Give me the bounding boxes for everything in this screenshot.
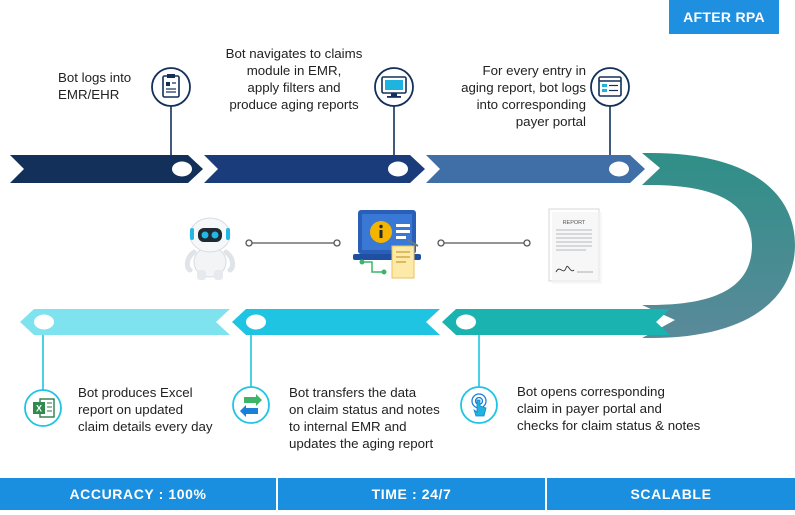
top-arrow-segment-1 — [10, 155, 203, 183]
report-document-illustration: REPORT — [548, 208, 602, 284]
top-node-3 — [609, 161, 629, 177]
after-rpa-badge: AFTER RPA — [669, 0, 779, 34]
footer-scalable: SCALABLE — [545, 478, 795, 510]
top-step-3-text: For every entry in aging report, bot log… — [461, 63, 586, 129]
footer-accuracy: ACCURACY : 100% — [0, 478, 276, 510]
top-arrow-segment-3 — [426, 155, 645, 183]
center-connector-1-end — [333, 239, 341, 247]
footer-time: TIME : 24/7 — [276, 478, 545, 510]
touch-click-icon — [460, 386, 498, 424]
bottom-arrow-segment-1 — [442, 309, 670, 335]
bottom-node-1 — [34, 314, 54, 330]
top-node-1 — [172, 161, 192, 177]
u-turn-arrow — [642, 153, 795, 338]
bottom-step-3-text: Bot opens corresponding claim in payer p… — [517, 384, 701, 433]
robot-illustration — [184, 217, 236, 280]
center-connector-1-start — [245, 239, 253, 247]
footer-bar: ACCURACY : 100% TIME : 24/7 SCALABLE — [0, 478, 795, 510]
report-label: REPORT — [563, 220, 586, 226]
browser-window-icon — [590, 67, 630, 107]
svg-text:X: X — [36, 404, 42, 414]
top-node-2 — [388, 161, 408, 177]
excel-icon: X — [24, 389, 62, 427]
monitor-icon — [374, 67, 414, 107]
top-step-1-text: Bot logs into EMR/EHR — [58, 70, 132, 102]
bottom-arrow-segment-2 — [232, 309, 440, 335]
bottom-node-3 — [456, 314, 476, 330]
top-arrow-segment-2 — [204, 155, 425, 183]
transfer-arrows-icon — [232, 386, 270, 424]
center-connector-2-start — [437, 239, 445, 247]
bottom-node-2 — [246, 314, 266, 330]
bottom-step-2-text: Bot transfers the data on claim status a… — [289, 385, 440, 451]
clipboard-icon — [151, 67, 191, 107]
signature-mark — [555, 265, 575, 273]
bottom-arrow-segment-3 — [20, 309, 230, 335]
bottom-step-1-text: Bot produces Excel report on updated cla… — [78, 385, 213, 434]
center-connector-2-end — [523, 239, 531, 247]
top-step-2-text: Bot navigates to claims module in EMR, a… — [225, 46, 363, 112]
laptop-info-illustration — [353, 210, 421, 279]
